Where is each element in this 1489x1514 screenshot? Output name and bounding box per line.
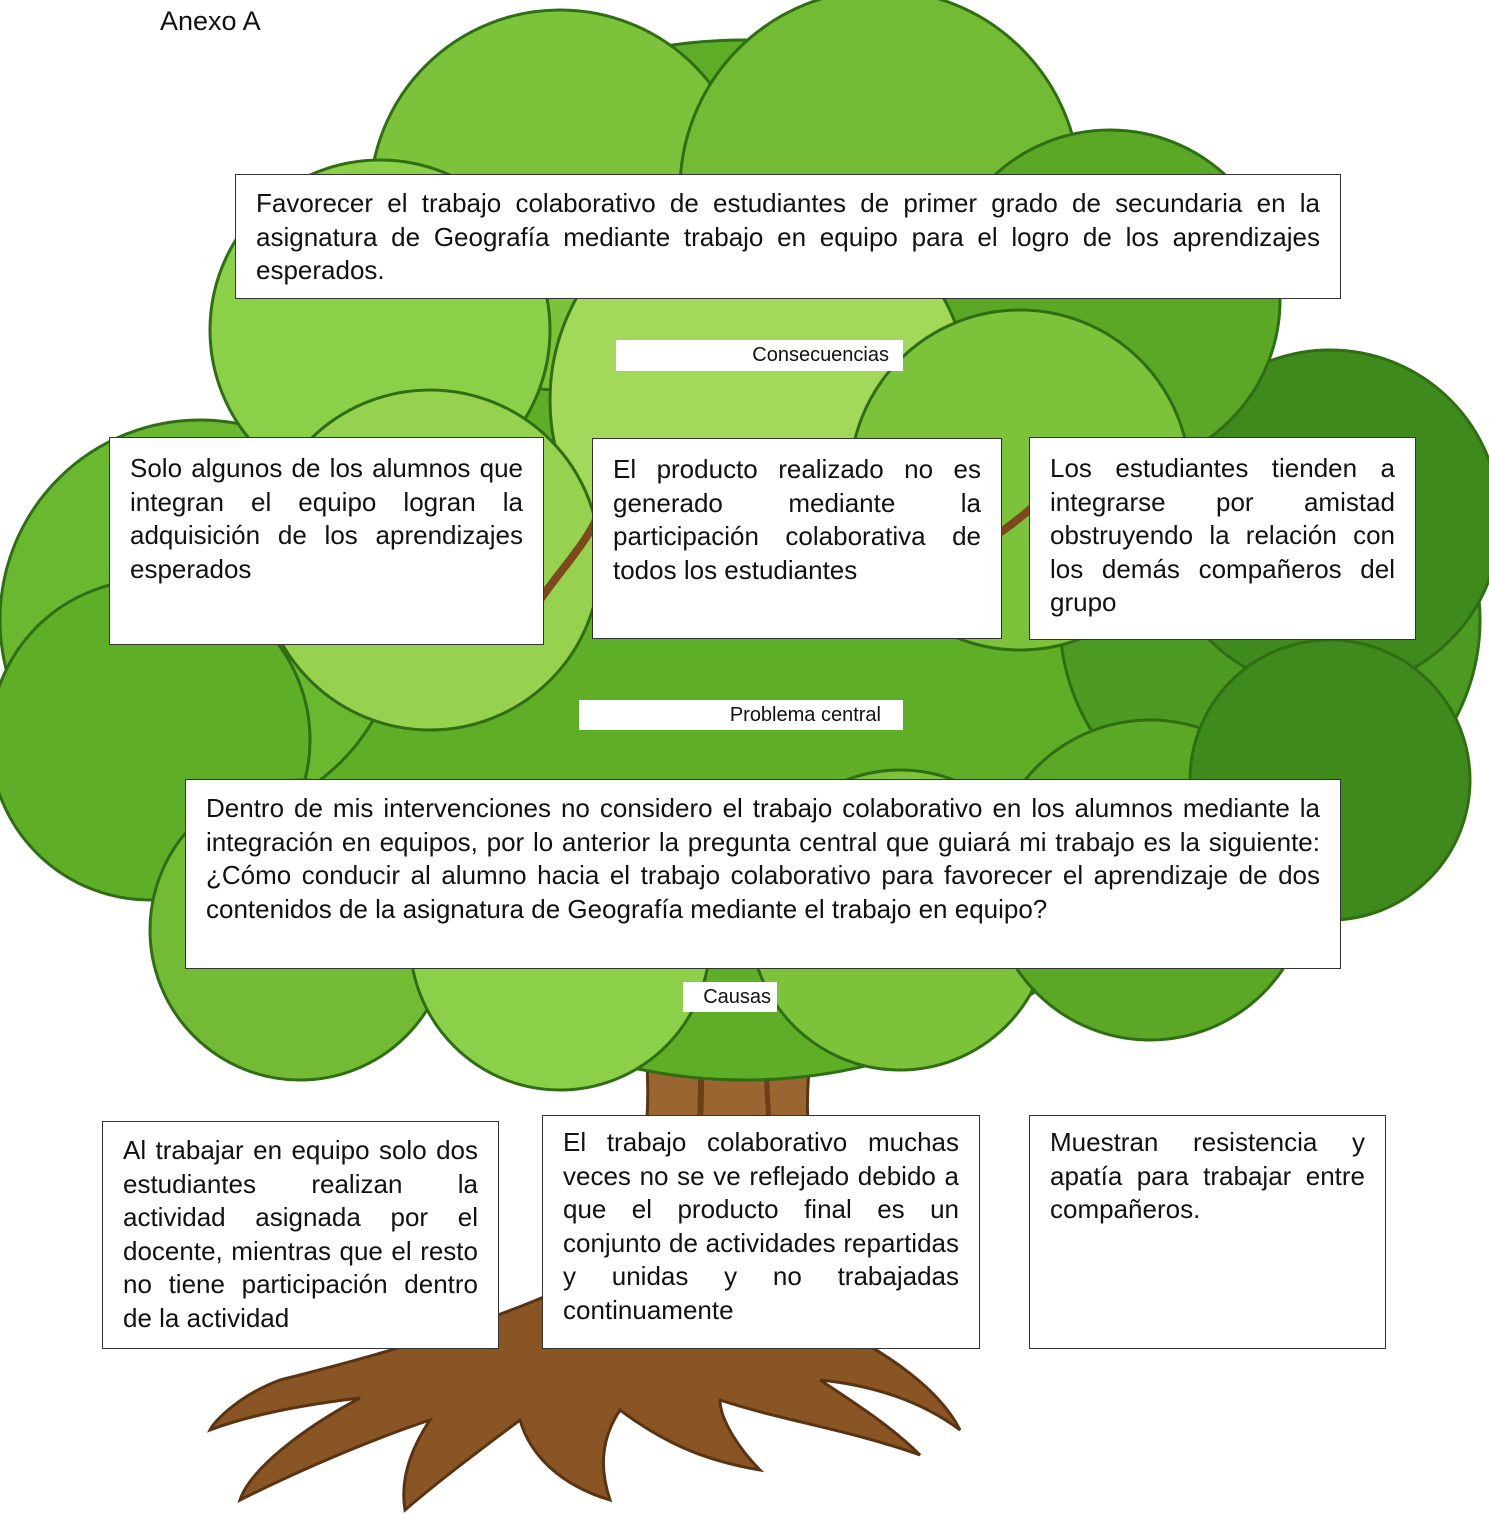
cause-box-2: El trabajo colaborativo muchas veces no … (542, 1115, 980, 1349)
central-problem-box: Dentro de mis intervenciones no consider… (185, 779, 1341, 969)
consequence-box-3: Los estudiantes tienden a integrarse por… (1029, 437, 1416, 640)
causes-label: Causas (683, 982, 777, 1012)
consequence-box-2: El producto realizado no es generado med… (592, 438, 1002, 639)
page-title: Anexo A (160, 6, 261, 36)
cause-box-3: Muestran resistencia y apatía para traba… (1029, 1115, 1386, 1349)
objective-box: Favorecer el trabajo colaborativo de est… (235, 174, 1341, 299)
central-problem-label: Problema central (579, 700, 903, 730)
cause-box-1: Al trabajar en equipo solo dos estudiant… (102, 1121, 499, 1349)
consequences-label: Consecuencias (616, 340, 903, 371)
consequence-box-1: Solo algunos de los alumnos que integran… (109, 437, 544, 645)
